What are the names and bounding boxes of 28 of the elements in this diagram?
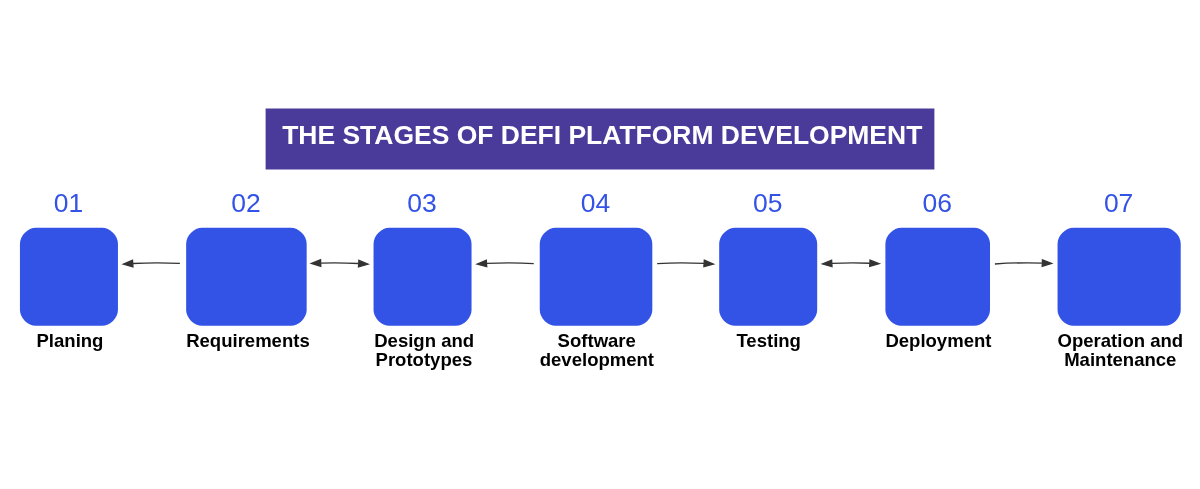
- node-label: 02: [231, 187, 261, 218]
- node-box: [19, 227, 118, 326]
- node-label: 05: [752, 187, 783, 218]
- node-label: 06: [922, 187, 952, 218]
- node-box-text: [885, 227, 990, 326]
- node-label: Deployment: [885, 329, 992, 351]
- arrow: [994, 258, 1054, 267]
- node-label: Requirements: [186, 329, 310, 351]
- node-label: Testing: [736, 329, 801, 351]
- node-label: Design and Prototypes: [374, 329, 475, 370]
- arrow: [475, 258, 535, 268]
- arrow: [656, 258, 716, 268]
- node-box-text: [186, 227, 307, 326]
- node-label: Operation and Maintenance: [1057, 329, 1184, 370]
- arrow: [121, 258, 181, 268]
- node-label: Software development: [539, 329, 655, 370]
- node-label: 01: [53, 187, 84, 218]
- node-label: 04: [580, 187, 611, 218]
- node-box-text: [1057, 227, 1181, 326]
- arrow: [309, 258, 370, 268]
- arrow: [820, 258, 882, 267]
- diagram-title: THE STAGES OF DEFI PLATFORM DEVELOPMENT: [282, 119, 923, 150]
- node-box-text: [539, 227, 653, 326]
- node-label: 03: [407, 187, 437, 218]
- node-label: 07: [1103, 187, 1134, 218]
- node-label: Planing: [36, 329, 104, 351]
- node-box-text: [373, 227, 472, 326]
- node-box: [719, 227, 818, 326]
